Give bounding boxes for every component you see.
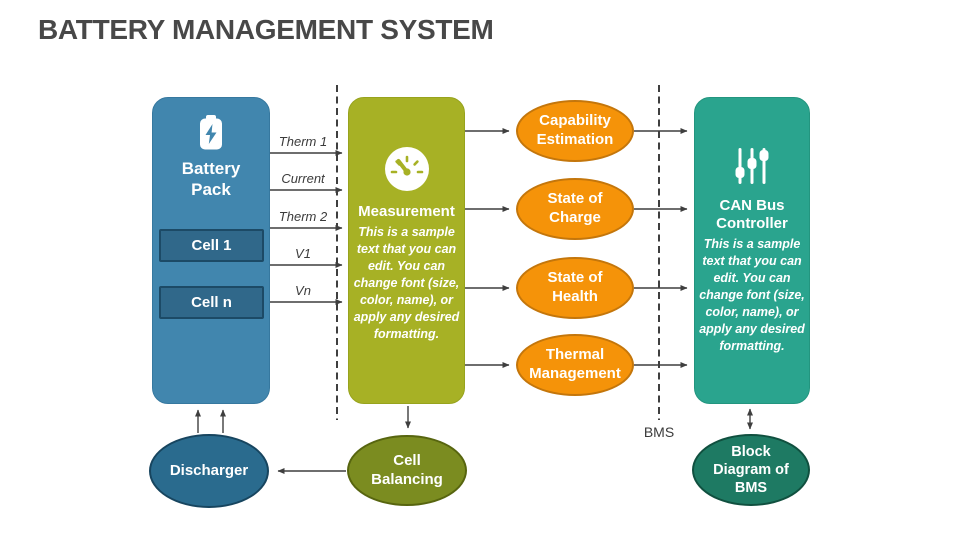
capability-estimation-label: Capability Estimation (536, 112, 614, 148)
cell-n: Cell n (159, 286, 264, 319)
can-bus-controller-node: CAN Bus Controller This is a sample text… (694, 97, 810, 404)
measurement-body-text: This is a sample text that you can edit.… (353, 225, 460, 341)
can-bus-body-text: This is a sample text that you can edit.… (699, 237, 805, 353)
cell-balancing-node: Cell Balancing (347, 435, 467, 506)
state-of-health-label: State of Health (547, 269, 603, 305)
signal-label-current: Current (281, 171, 325, 186)
thermal-management-label: Thermal Management (529, 346, 621, 382)
signal-label-therm2: Therm 2 (278, 209, 328, 224)
discharger-node: Discharger (149, 434, 269, 508)
page-title: BATTERY MANAGEMENT SYSTEM (38, 14, 494, 45)
cell-1: Cell 1 (159, 229, 264, 262)
capability-estimation-node: Capability Estimation (516, 100, 634, 162)
signal-label-therm1: Therm 1 (278, 134, 328, 149)
block-diagram-bms-node: Block Diagram of BMS (692, 434, 810, 506)
thermal-management-node: Thermal Management (516, 334, 634, 396)
battery-pack-label: Battery Pack (181, 159, 241, 200)
sliders-icon (735, 148, 769, 184)
signal-label-vn: Vn (295, 283, 311, 298)
battery-bolt-icon (200, 115, 222, 150)
measurement-node: Measurement This is a sample text that y… (348, 97, 465, 404)
cell-balancing-label: Cell Balancing (371, 451, 443, 488)
state-of-charge-node: State of Charge (516, 178, 634, 240)
measurement-label: Measurement (358, 203, 455, 220)
signal-label-v1: V1 (295, 246, 311, 261)
state-of-charge-label: State of Charge (547, 190, 603, 226)
discharger-label: Discharger (169, 461, 249, 479)
bms-boundary-dashed-lines (336, 85, 660, 420)
bms-boundary-label: BMS (643, 424, 675, 440)
can-bus-label: CAN Bus Controller (716, 197, 788, 232)
battery-pack-node: Battery Pack Cell 1 Cell n (152, 97, 270, 404)
state-of-health-node: State of Health (516, 257, 634, 319)
block-diagram-bms-label: Block Diagram of BMS (713, 443, 789, 497)
gauge-icon (384, 147, 429, 191)
